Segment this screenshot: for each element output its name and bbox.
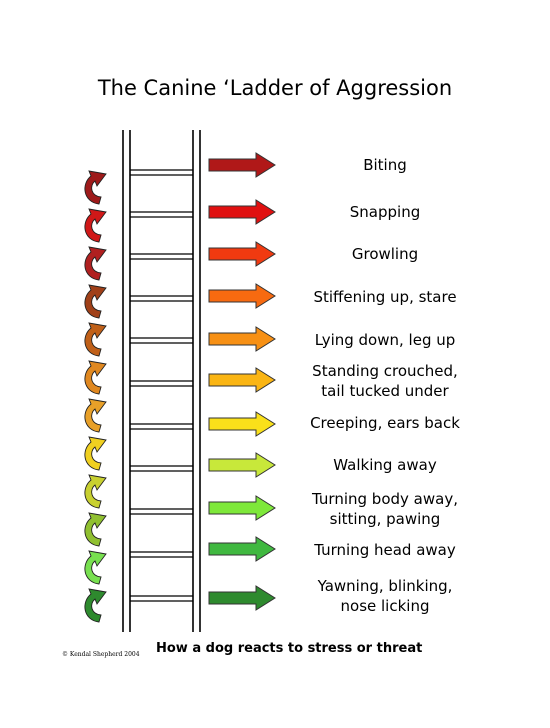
ladder-rung xyxy=(130,551,193,558)
ladder-rung xyxy=(130,595,193,602)
right-arrow-icon xyxy=(208,495,276,521)
curved-arrow-icon xyxy=(84,512,107,547)
step-label: Snapping xyxy=(349,203,421,221)
step-label: Growling xyxy=(351,245,419,263)
diagram-subtitle: How a dog reacts to stress or threat xyxy=(156,641,423,656)
step-label: Walking away xyxy=(333,456,437,474)
ladder-rung xyxy=(130,337,193,344)
step-label: Stiffening up, stare xyxy=(313,288,457,306)
right-arrow-icon xyxy=(208,241,276,267)
curved-arrow-icon xyxy=(84,170,107,205)
curved-arrow-icon xyxy=(84,550,107,585)
curved-arrow-icon xyxy=(84,322,107,357)
step-label: Turning body away, sitting, pawing xyxy=(312,490,458,528)
ladder-rung xyxy=(130,169,193,176)
step-label: Yawning, blinking, nose licking xyxy=(317,577,453,615)
right-arrow-icon xyxy=(208,199,276,225)
step-label: Biting xyxy=(363,156,407,174)
ladder-rung xyxy=(130,508,193,515)
curved-arrow-icon xyxy=(84,284,107,319)
curved-arrow-icon xyxy=(84,246,107,281)
curved-arrow-icon xyxy=(84,360,107,395)
right-arrow-icon xyxy=(208,411,276,437)
diagram-title: The Canine ‘Ladder of Aggression xyxy=(97,76,453,100)
step-label: Creeping, ears back xyxy=(310,414,460,432)
right-arrow-icon xyxy=(208,152,276,178)
right-arrow-icon xyxy=(208,283,276,309)
ladder-rung xyxy=(130,465,193,472)
ladder-rung xyxy=(130,211,193,218)
ladder-rung xyxy=(130,423,193,430)
right-arrow-icon xyxy=(208,452,276,478)
right-arrow-icon xyxy=(208,367,276,393)
ladder-rung xyxy=(130,295,193,302)
curved-arrow-icon xyxy=(84,208,107,243)
ladder-rung xyxy=(130,380,193,387)
ladder-rung xyxy=(130,253,193,260)
step-label: Turning head away xyxy=(314,541,456,559)
curved-arrow-icon xyxy=(84,588,107,623)
right-arrow-icon xyxy=(208,326,276,352)
step-label: Lying down, leg up xyxy=(314,331,456,349)
curved-arrow-icon xyxy=(84,398,107,433)
right-arrow-icon xyxy=(208,536,276,562)
curved-arrow-icon xyxy=(84,474,107,509)
step-label: Standing crouched, tail tucked under xyxy=(312,362,458,400)
right-arrow-icon xyxy=(208,585,276,611)
curved-arrow-icon xyxy=(84,436,107,471)
copyright-notice: © Kendal Shepherd 2004 xyxy=(62,651,140,658)
